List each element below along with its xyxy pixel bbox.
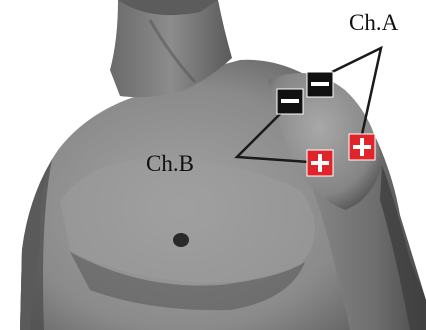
arm-edge-shadow [380,165,426,330]
ch-b-label: Ch.B [146,151,194,176]
plus-icon-v [318,154,322,172]
minus-icon [281,99,299,103]
neck-illustration [110,0,232,98]
pectoral-shape [60,158,315,283]
ch-a-label: Ch.A [349,10,399,35]
ch-b-positive-electrode [306,149,334,177]
nipple [173,233,189,247]
ch-a-lead-line [331,45,383,140]
left-arm-shape [20,160,52,330]
pectoral-lower-shadow [70,252,305,311]
ch-b-negative-electrode [276,88,304,115]
pectoral-illustration [60,158,315,311]
ch-a-positive-electrode [348,133,376,161]
lead-lines [234,45,383,164]
neck-muscle-line [148,19,197,84]
ch-a-negative-electrode [306,71,334,98]
minus-icon [311,82,329,86]
ch-b-lead-line [234,111,310,164]
neck-shape [110,0,232,98]
plus-icon-v [360,138,364,156]
jaw-shadow [118,0,218,16]
